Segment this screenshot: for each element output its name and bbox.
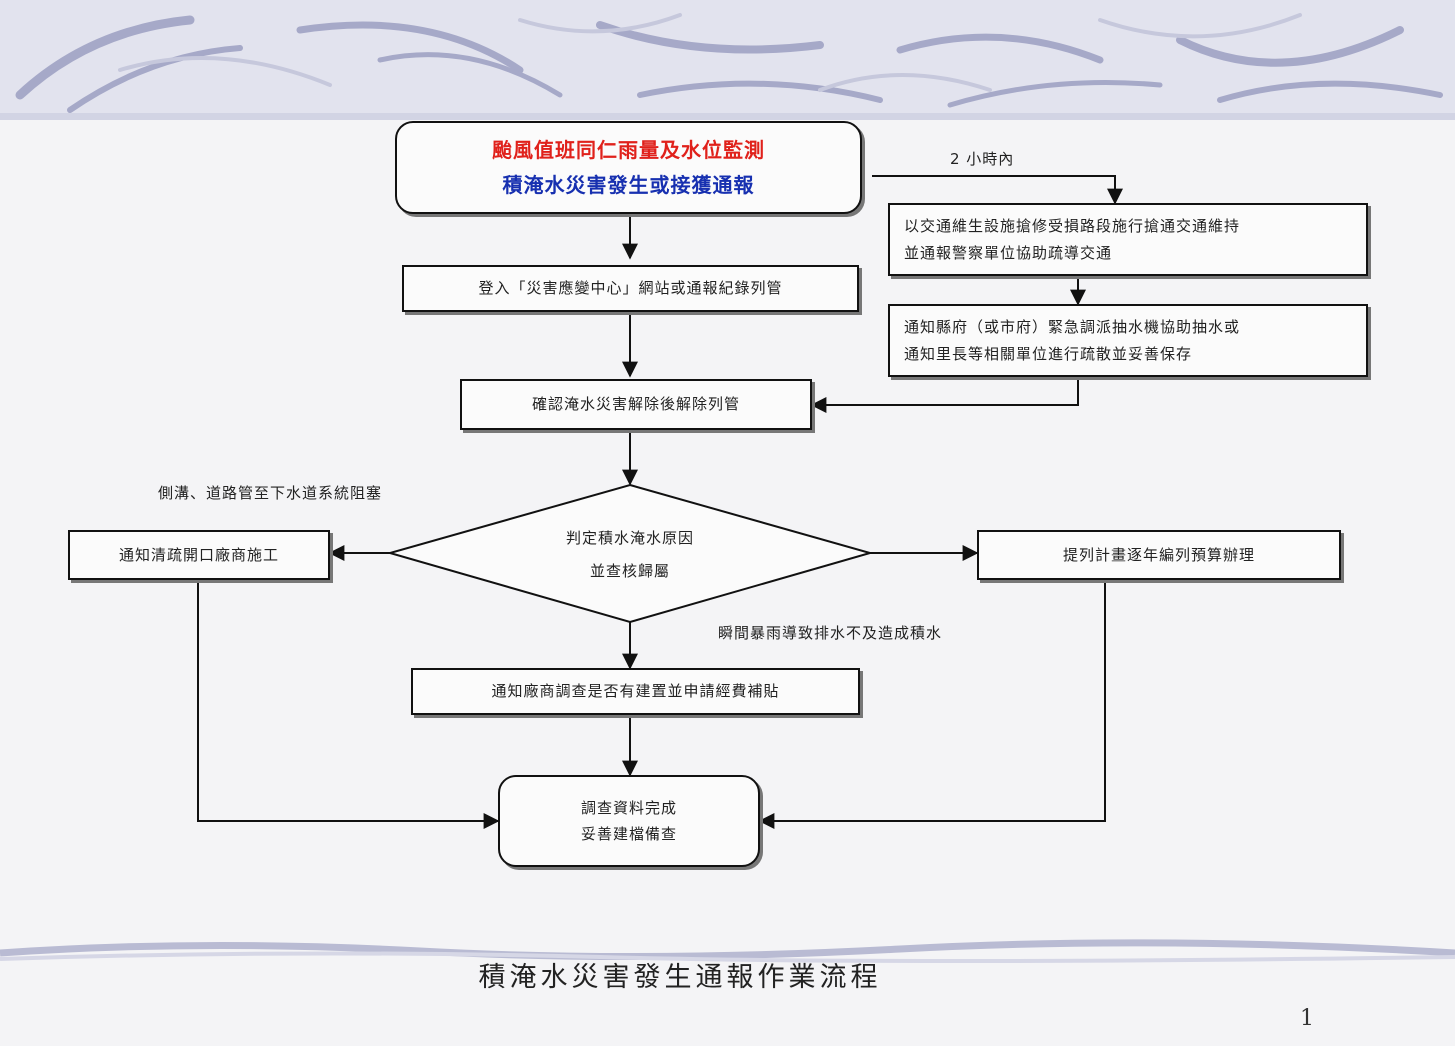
track-box-text: 確認淹水災害解除後解除列管 xyxy=(531,395,740,414)
right-box-2: 通知縣府（或市府）緊急調派抽水機協助抽水或 通知里長等相關單位進行疏散並妥善保存 xyxy=(888,304,1368,377)
decorative-banner xyxy=(0,0,1455,120)
slide-caption: 積淹水災害發生通報作業流程 xyxy=(478,962,882,993)
label-below: 瞬間暴雨導致排水不及造成積水 xyxy=(718,624,943,642)
end-box-line-2: 妥善建檔備查 xyxy=(580,825,677,843)
branch-label: 2 小時內 xyxy=(950,150,1015,168)
notify-box: 通知廠商調查是否有建置並申請經費補貼 xyxy=(411,668,860,715)
left-box: 通知清疏開口廠商施工 xyxy=(68,530,330,580)
right-box-3: 提列計畫逐年編列預算辦理 xyxy=(977,530,1341,580)
start-box: 颱風值班同仁雨量及水位監測 積淹水災害發生或接獲通報 xyxy=(395,121,862,214)
decision-line-2: 並查核歸屬 xyxy=(589,562,670,580)
right-box-3-text: 提列計畫逐年編列預算辦理 xyxy=(1062,545,1255,564)
register-box-text: 登入「災害應變中心」網站或通報紀錄列管 xyxy=(478,279,783,298)
register-box: 登入「災害應變中心」網站或通報紀錄列管 xyxy=(402,265,859,312)
notify-box-text: 通知廠商調查是否有建置並申請經費補貼 xyxy=(491,682,780,701)
decorative-bottom-band xyxy=(0,939,1455,963)
right-box-2-line-1: 通知縣府（或市府）緊急調派抽水機協助抽水或 xyxy=(904,318,1241,337)
start-box-line-2: 積淹水災害發生或接獲通報 xyxy=(502,172,755,197)
track-box: 確認淹水災害解除後解除列管 xyxy=(460,379,812,430)
end-box: 調查資料完成 妥善建檔備查 xyxy=(498,775,760,867)
right-box-1: 以交通維生設施搶修受損路段施行搶通交通維持 並通報警察單位協助疏導交通 xyxy=(888,203,1368,276)
end-box-line-1: 調查資料完成 xyxy=(580,798,677,817)
page-number: 1 xyxy=(1300,1006,1314,1031)
left-box-text: 通知清疏開口廠商施工 xyxy=(118,545,279,564)
start-box-line-1: 颱風值班同仁雨量及水位監測 xyxy=(492,137,765,162)
right-box-1-line-1: 以交通維生設施搶修受損路段施行搶通交通維持 xyxy=(904,217,1241,236)
decision-text: 判定積水淹水原因 並查核歸屬 xyxy=(440,520,820,590)
right-box-2-line-2: 通知里長等相關單位進行疏散並妥善保存 xyxy=(904,344,1193,363)
decision-line-1: 判定積水淹水原因 xyxy=(565,529,694,547)
label-left: 側溝、道路管至下水道系統阻塞 xyxy=(158,484,383,502)
right-box-1-line-2: 並通報警察單位協助疏導交通 xyxy=(904,243,1113,262)
